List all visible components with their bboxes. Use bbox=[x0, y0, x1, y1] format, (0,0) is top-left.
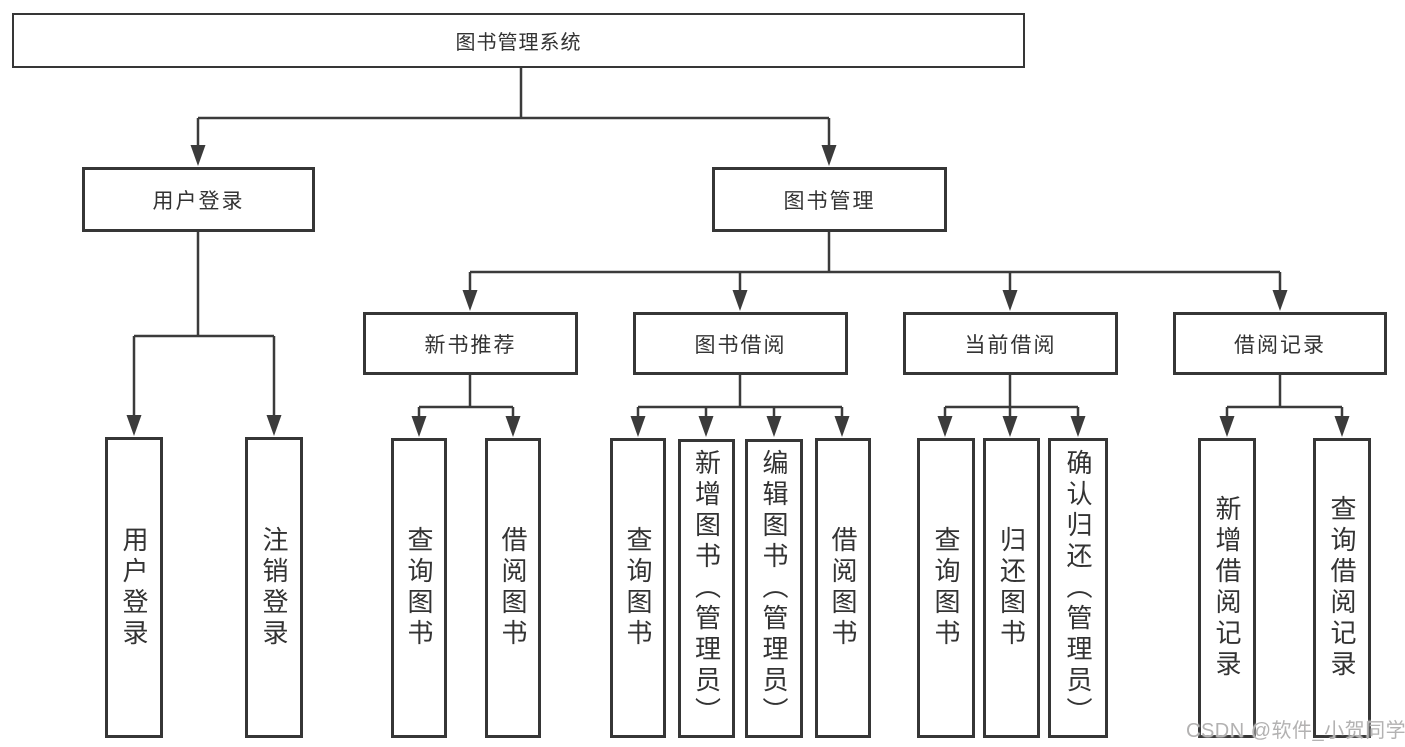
leaf-logout: 注销登录 bbox=[245, 437, 303, 738]
leaf-query-books-1: 查询图书 bbox=[391, 438, 447, 738]
node-borrowing-records: 借阅记录 bbox=[1173, 312, 1387, 375]
leaf-query-books-2: 查询图书 bbox=[610, 438, 666, 738]
node-library-management-system: 图书管理系统 bbox=[12, 13, 1025, 68]
node-book-management: 图书管理 bbox=[712, 167, 947, 232]
leaf-edit-books-admin: 编辑图书（管理员） bbox=[745, 439, 803, 738]
leaf-query-borrow-record: 查询借阅记录 bbox=[1313, 438, 1371, 738]
leaf-query-books-3: 查询图书 bbox=[917, 438, 975, 738]
node-user-login: 用户登录 bbox=[82, 167, 315, 232]
leaf-add-books-admin: 新增图书（管理员） bbox=[678, 439, 735, 738]
leaf-user-login: 用户登录 bbox=[105, 437, 163, 738]
node-book-borrowing: 图书借阅 bbox=[633, 312, 848, 375]
node-current-borrowing: 当前借阅 bbox=[903, 312, 1118, 375]
leaf-borrow-books-2: 借阅图书 bbox=[815, 438, 871, 738]
leaf-borrow-books-1: 借阅图书 bbox=[485, 438, 541, 738]
leaf-add-borrow-record: 新增借阅记录 bbox=[1198, 438, 1256, 738]
watermark: CSDN @软件_小贺同学 bbox=[1186, 720, 1405, 742]
leaf-return-books: 归还图书 bbox=[983, 438, 1040, 738]
node-new-book-recommend: 新书推荐 bbox=[363, 312, 578, 375]
arrowheads bbox=[126, 145, 1350, 437]
leaf-confirm-return-admin: 确认归还（管理员） bbox=[1048, 438, 1108, 738]
